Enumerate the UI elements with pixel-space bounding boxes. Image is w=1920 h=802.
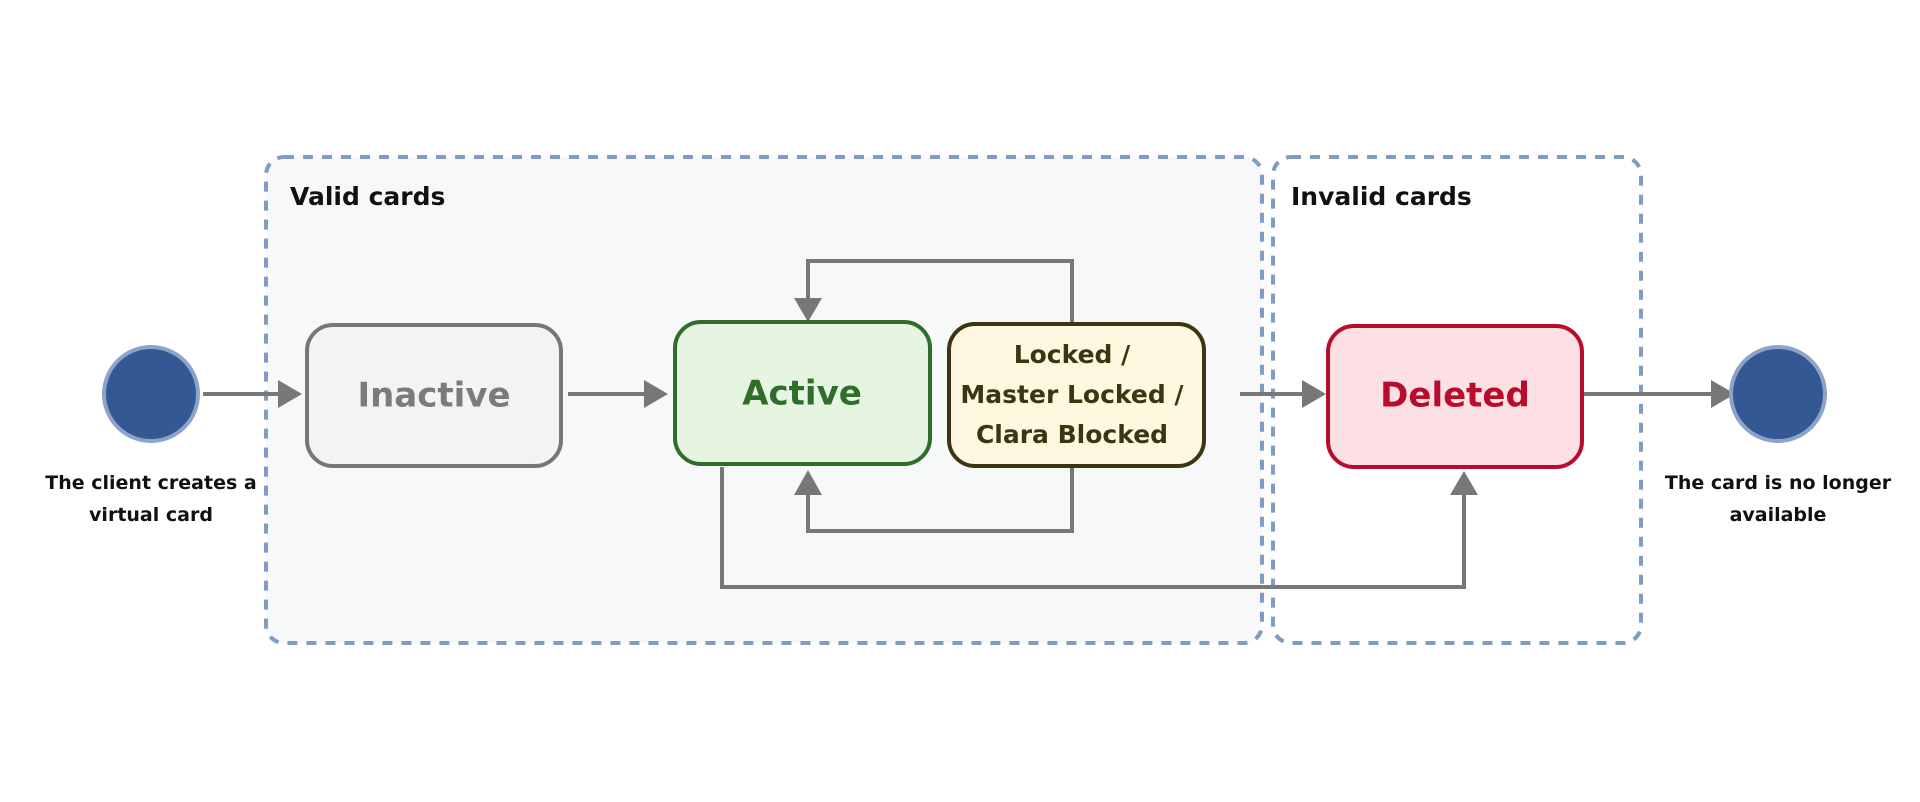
arrowhead-inactive-to-active [644, 380, 668, 408]
edge-locked-to-active-bottom [806, 467, 1074, 533]
state-inactive-box [305, 323, 563, 468]
state-active-label: Active [742, 374, 862, 414]
state-active-box [673, 320, 932, 466]
start-circle [102, 345, 200, 443]
state-deleted-label: Deleted [1380, 376, 1530, 416]
state-active: Active [673, 320, 932, 466]
state-locked: Locked / Master Locked / Clara Blocked [947, 322, 1206, 468]
state-locked-box [947, 322, 1206, 468]
end-caption-line-1: The card is no longer [1665, 472, 1892, 494]
arrowhead-locked-to-deleted [1302, 380, 1326, 408]
edge-locked-to-active-top [806, 259, 1074, 322]
arrowhead-locked-to-active-top [794, 298, 822, 322]
start-caption-line-2: virtual card [89, 504, 213, 526]
arrowhead-deleted-to-end [1711, 380, 1735, 408]
start-caption-line-1: The client creates a [45, 472, 256, 494]
state-deleted-box [1326, 324, 1584, 469]
end-node: The card is no longer available [1665, 345, 1892, 526]
edges [203, 259, 1735, 589]
arrowhead-start-to-inactive [278, 380, 302, 408]
end-circle [1729, 345, 1827, 443]
group-valid-title: Valid cards [290, 182, 445, 211]
end-caption-line-2: available [1730, 504, 1827, 526]
group-invalid-title: Invalid cards [1291, 182, 1472, 211]
edge-active-to-deleted [720, 467, 1466, 589]
arrowhead-active-to-deleted [1450, 471, 1478, 495]
start-node: The client creates a virtual card [45, 345, 257, 526]
state-locked-label-line-2: Master Locked / [960, 380, 1184, 409]
state-locked-label-line-3: Clara Blocked [976, 420, 1168, 449]
state-deleted: Deleted [1326, 324, 1584, 469]
state-inactive: Inactive [305, 323, 563, 468]
arrowhead-locked-to-active-bottom [794, 470, 822, 495]
state-inactive-label: Inactive [357, 376, 510, 416]
state-locked-label-line-1: Locked / [1014, 340, 1131, 369]
group-invalid-cards: Invalid cards [1271, 155, 1643, 645]
